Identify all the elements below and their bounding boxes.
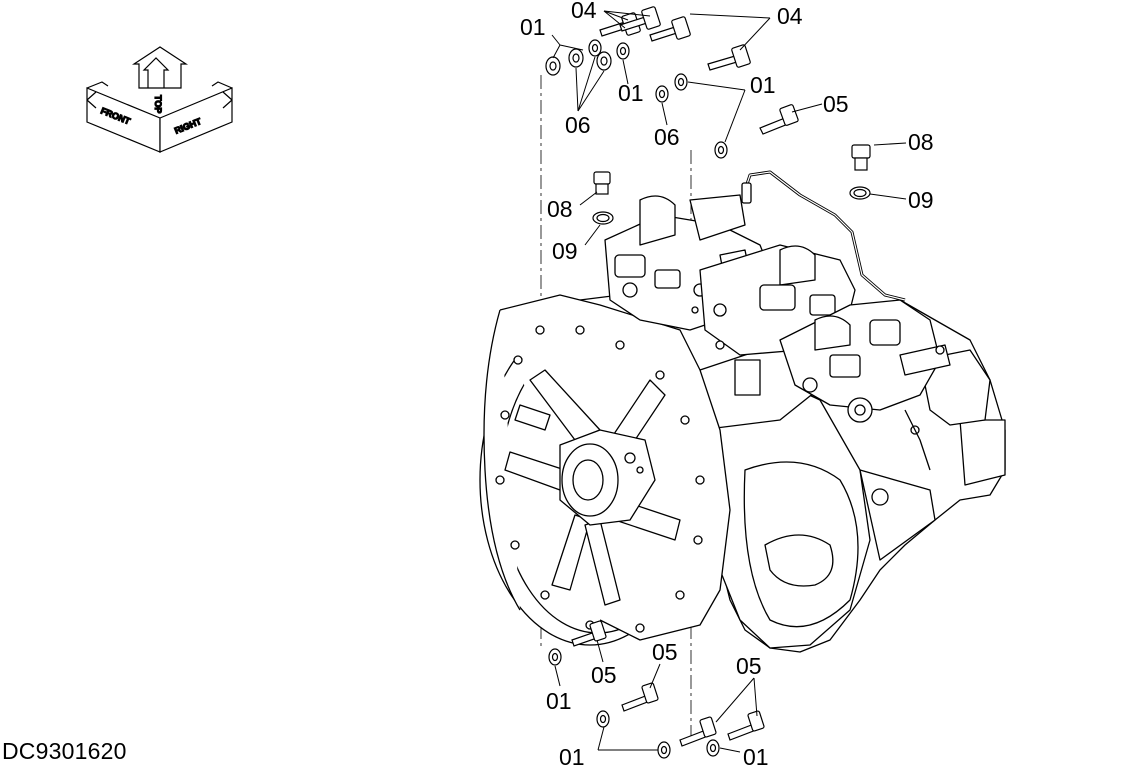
bolt-04-2: [619, 6, 661, 32]
callout-09: 09: [908, 187, 934, 213]
callout-05: 05: [591, 662, 617, 688]
bolt-04-3: [649, 16, 691, 42]
bolt-05-upper: [759, 104, 799, 135]
bolt-05-lower-4: [727, 710, 765, 741]
callout-01: 01: [750, 72, 776, 98]
hydraulic-pump-assembly: [479, 170, 1006, 653]
callout-06: 06: [654, 124, 680, 150]
callout-04: 04: [571, 0, 597, 23]
bolt-05-lower-1: [571, 620, 607, 647]
callout-01: 01: [546, 688, 572, 714]
callout-01: 01: [618, 80, 644, 106]
orientation-icon: TOP FRONT RIGHT: [86, 46, 233, 153]
bolt-05-lower-3: [679, 716, 717, 747]
bolt-04-4: [707, 44, 751, 71]
leader-lines: [551, 10, 907, 753]
callout-08: 08: [547, 196, 573, 222]
drawing-number: DC9301620: [2, 738, 127, 764]
callout-09: 09: [552, 238, 578, 264]
bolt-05-lower-2: [621, 682, 659, 712]
callout-06: 06: [565, 112, 591, 138]
callout-08: 08: [908, 129, 934, 155]
callout-05: 05: [736, 653, 762, 679]
callout-01: 01: [520, 14, 546, 40]
plug-08-right: [851, 144, 871, 171]
callout-05: 05: [652, 639, 678, 665]
callout-labels: 01 04 04 06 01 06 01 05 08 09 08 09 05 0…: [520, 0, 934, 770]
callout-05: 05: [823, 91, 849, 117]
plug-08-left: [593, 171, 611, 195]
callout-01: 01: [559, 744, 585, 770]
orientation-top-label: TOP: [153, 95, 163, 113]
loose-hardware: [545, 6, 871, 759]
callout-04: 04: [777, 3, 803, 29]
callout-01: 01: [743, 744, 769, 770]
